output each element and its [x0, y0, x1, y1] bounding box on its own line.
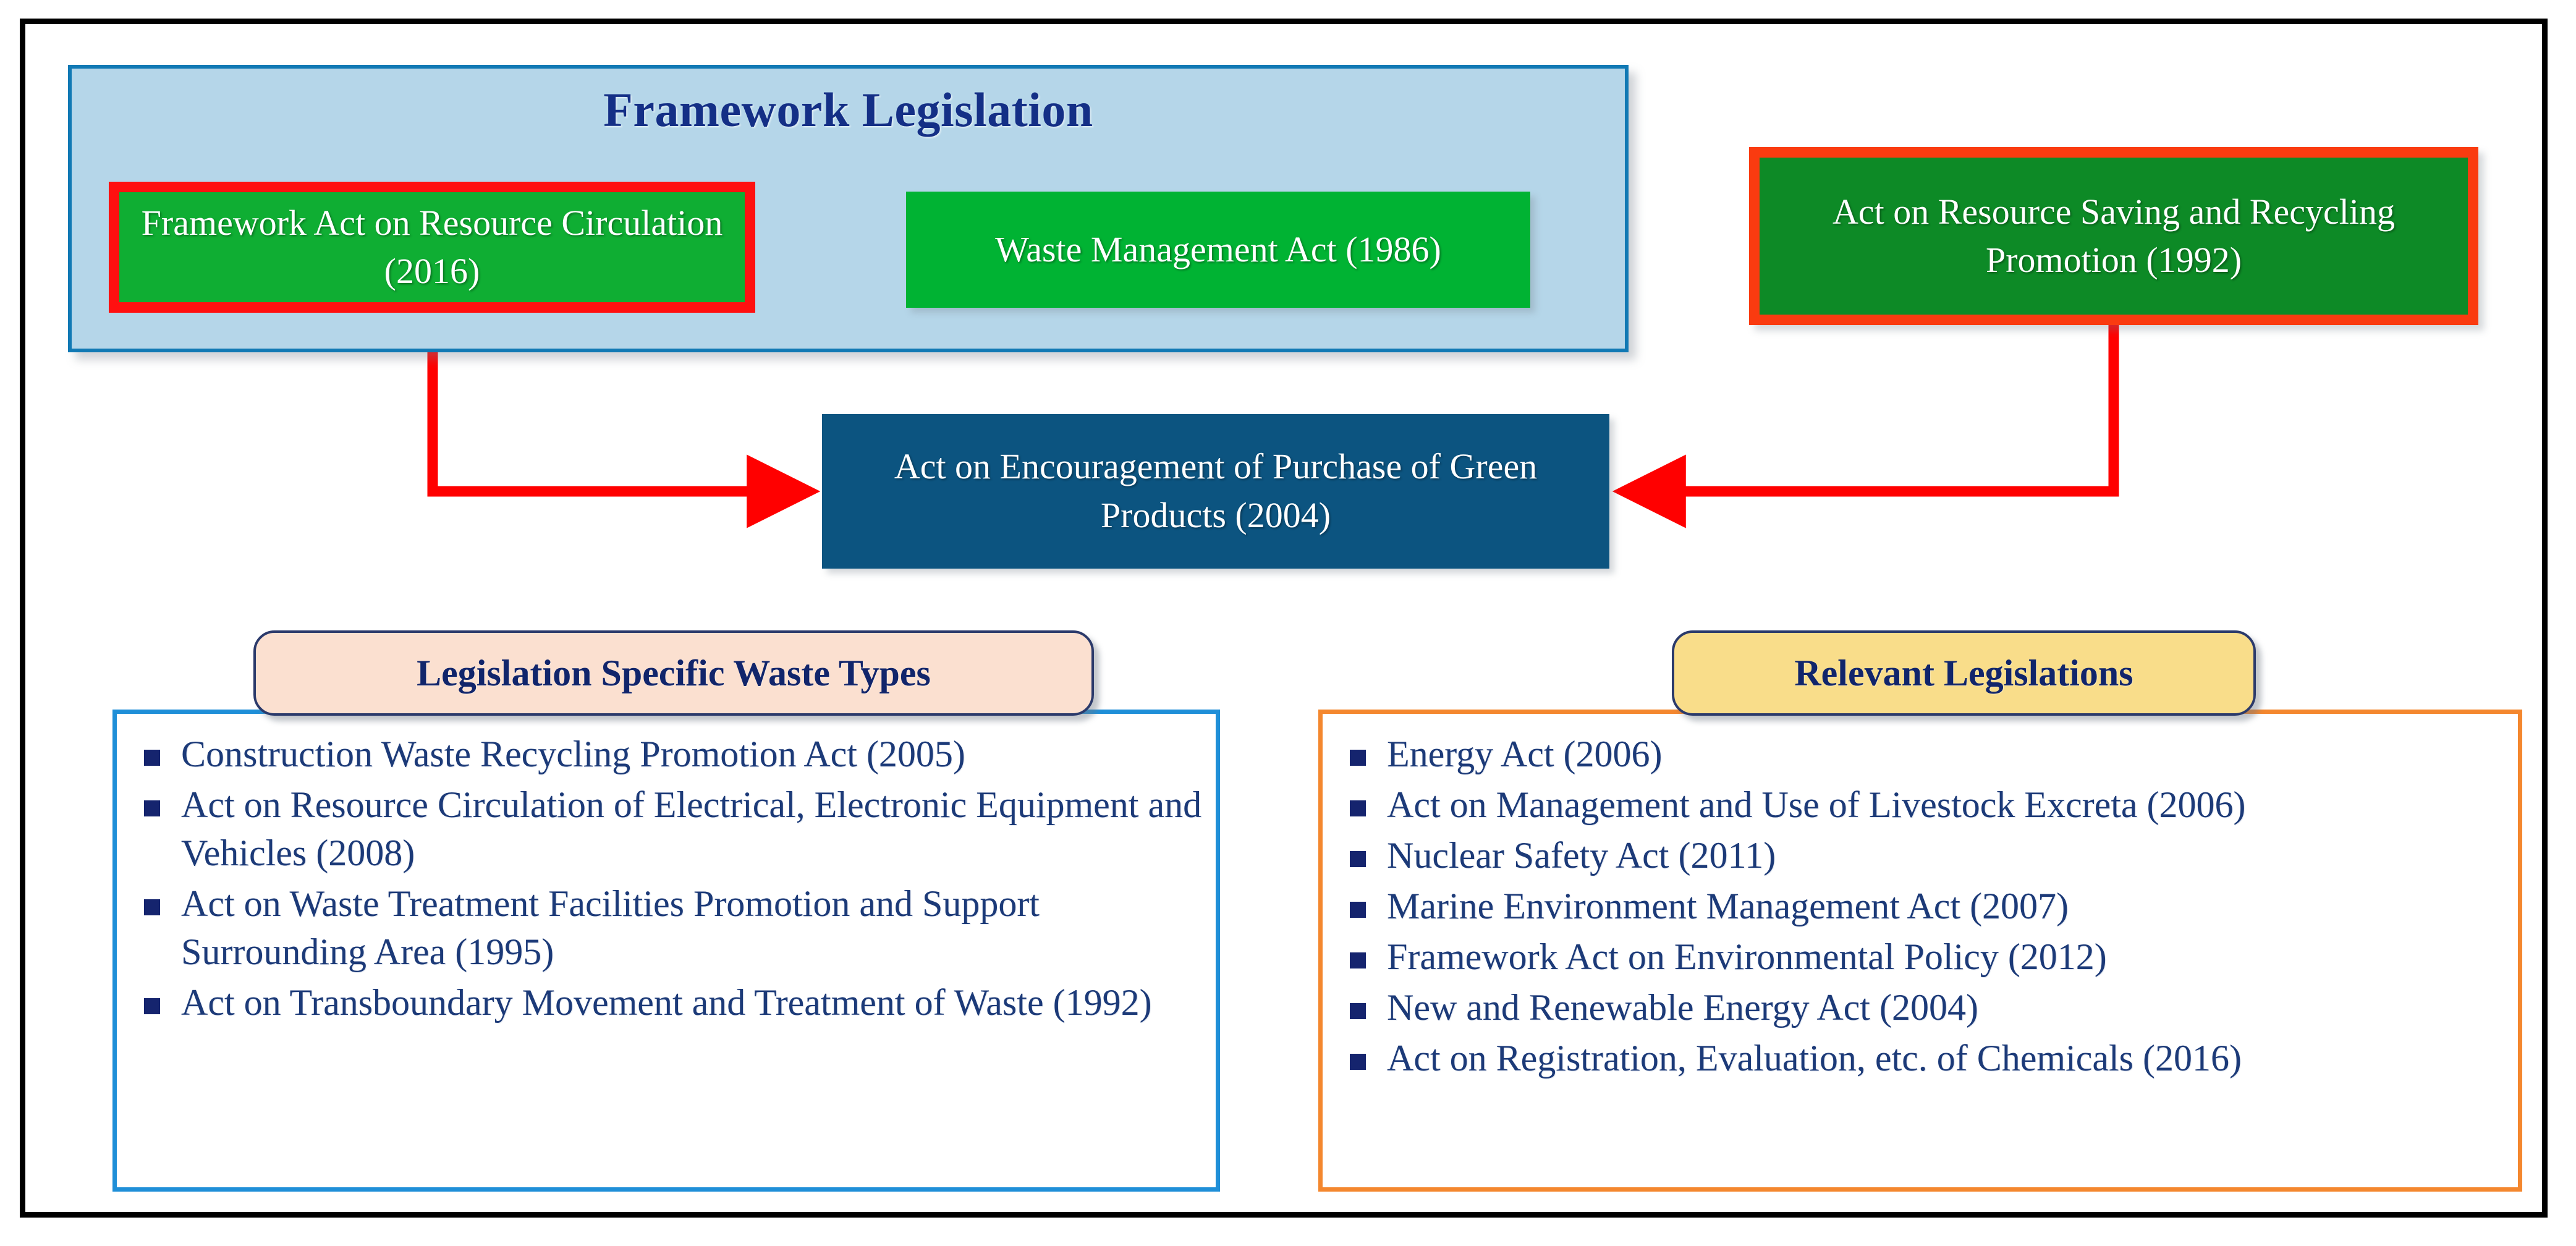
square-bullet-icon [144, 998, 160, 1014]
relevant-legislations-panel: Energy Act (2006) Act on Management and … [1318, 710, 2522, 1192]
list-item[interactable]: New and Renewable Energy Act (2004) [1336, 983, 2504, 1032]
legislation-specific-waste-types-header: Legislation Specific Waste Types [253, 630, 1094, 716]
list-item[interactable]: Act on Transboundary Movement and Treatm… [130, 978, 1202, 1027]
list-item[interactable]: Act on Registration, Evaluation, etc. of… [1336, 1034, 2504, 1082]
list-item[interactable]: Nuclear Safety Act (2011) [1336, 831, 2504, 879]
list-item[interactable]: Energy Act (2006) [1336, 730, 2504, 778]
square-bullet-icon [1350, 952, 1366, 968]
square-bullet-icon [1350, 750, 1366, 766]
list-item[interactable]: Act on Management and Use of Livestock E… [1336, 781, 2504, 829]
square-bullet-icon [1350, 851, 1366, 867]
act-on-encouragement-of-purchase-of-green-products-box[interactable]: Act on Encouragement of Purchase of Gree… [822, 414, 1609, 569]
list-item[interactable]: Construction Waste Recycling Promotion A… [130, 730, 1202, 778]
square-bullet-icon [144, 899, 160, 915]
relevant-legislations-header: Relevant Legislations [1672, 630, 2256, 716]
square-bullet-icon [1350, 1054, 1366, 1070]
list-item[interactable]: Framework Act on Environmental Policy (2… [1336, 933, 2504, 981]
list-item[interactable]: Marine Environment Management Act (2007) [1336, 882, 2504, 930]
left-bullet-list: Construction Waste Recycling Promotion A… [117, 714, 1216, 1187]
square-bullet-icon [1350, 800, 1366, 816]
square-bullet-icon [144, 800, 160, 816]
waste-management-act-box[interactable]: Waste Management Act (1986) [906, 192, 1530, 308]
square-bullet-icon [144, 750, 160, 766]
list-item[interactable]: Act on Resource Circulation of Electrica… [130, 781, 1202, 877]
legislation-specific-waste-types-panel: Construction Waste Recycling Promotion A… [112, 710, 1220, 1192]
framework-legislation-title: Framework Legislation [603, 83, 1093, 137]
square-bullet-icon [1350, 902, 1366, 918]
list-item[interactable]: Act on Waste Treatment Facilities Promot… [130, 879, 1202, 976]
right-bullet-list: Energy Act (2006) Act on Management and … [1323, 714, 2518, 1187]
framework-act-on-resource-circulation-box[interactable]: Framework Act on Resource Circulation (2… [109, 182, 755, 313]
square-bullet-icon [1350, 1003, 1366, 1019]
act-on-resource-saving-and-recycling-promotion-box[interactable]: Act on Resource Saving and Recycling Pro… [1749, 147, 2478, 325]
